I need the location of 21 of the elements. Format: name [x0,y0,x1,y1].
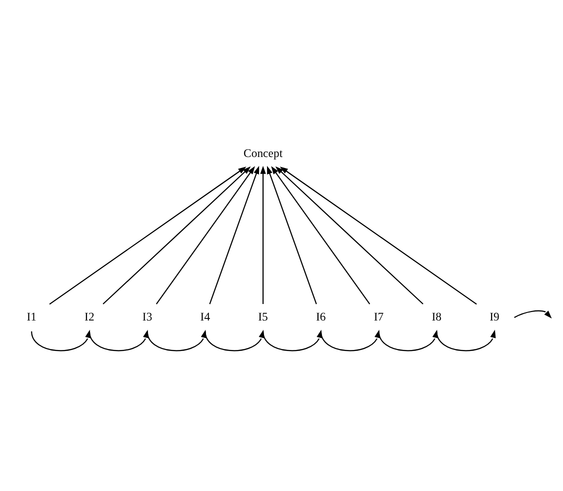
arrow [49,166,246,304]
node-text: I9 [490,310,500,323]
arrow [209,165,260,304]
node-text: I2 [84,310,94,323]
arrow [102,166,251,304]
arrow [275,166,424,304]
arrow [260,165,266,304]
node-text: I6 [316,310,326,323]
node-text: I4 [200,310,210,323]
node-text: Concept [244,146,283,160]
arrow [271,166,370,304]
arrow [514,310,552,318]
node-text: I7 [374,310,384,323]
arrow [280,166,477,304]
node-text: I5 [258,310,268,323]
node-text: I3 [142,310,152,323]
node-text: I1 [26,310,36,323]
arrow [436,329,496,351]
arrow [267,165,317,304]
node-text: I8 [432,310,442,323]
arrow [156,166,255,304]
